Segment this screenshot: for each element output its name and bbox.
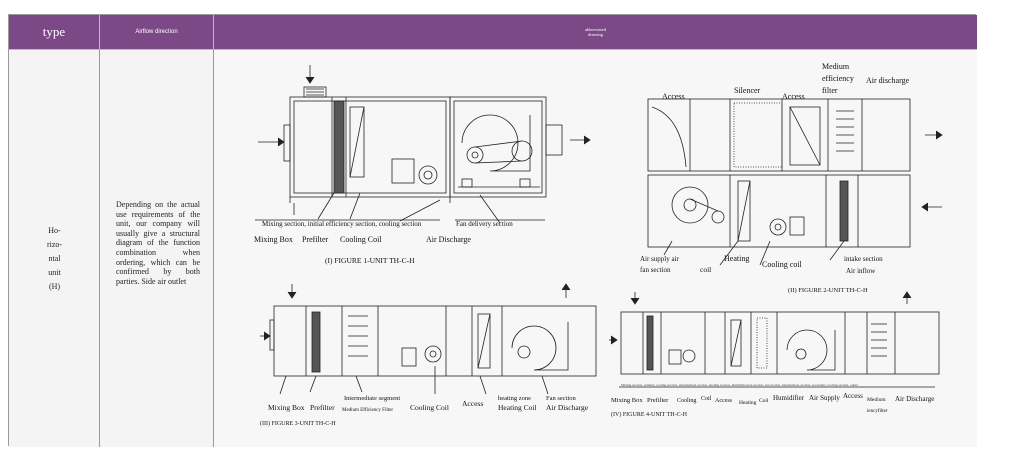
f3-caption: (III) FIGURE 3-UNIT TH-C-H [260,420,336,427]
f4-air-discharge: Air Discharge [895,395,934,403]
f2-access-1: Access [662,92,685,101]
f3-heating-zone: heating zone [498,395,531,402]
f2-coil: coil [700,265,711,274]
header-drawing-line2: drawing [588,32,603,37]
figure-3: Intermediate segment heating zone Fan se… [260,283,597,427]
f2-caption: (II) FIGURE 2-UNIT TH-C-H [788,287,868,294]
unit-type: Ho- rizo- ntal unit (H) [9,224,100,294]
f2-fan-section: fan section [640,266,671,274]
f3-air-discharge: Air Discharge [546,403,589,412]
type-line: rizo- [46,240,63,249]
f4-cooling: Cooling [677,398,696,404]
f4-humidifier: Humidifier [773,394,805,402]
f1-section-right: Fan delivery section [456,220,513,228]
f4-section-list: Mixing section, primary cooling section,… [621,383,858,388]
f1-section-left: Mixing section, initial efficiency secti… [262,220,422,228]
f4-heating: Heating [739,400,757,406]
f4-access-2: Access [843,392,863,400]
f1-mixing-box: Mixing Box [254,235,293,244]
f4-medium: Medium [867,397,886,403]
f2-air-inflow: Air inflow [846,267,876,275]
f3-intermediate: Intermediate segment [344,395,400,402]
f2-air-supply: Air supply air [640,255,680,263]
f3-mixing-box: Mixing Box [268,403,305,412]
f1-air-discharge: Air Discharge [426,235,471,244]
f2-intake-section: intake section [844,255,883,263]
type-line: (H) [48,282,61,291]
f1-caption: (I) FIGURE 1-UNIT TH-C-H [325,256,415,265]
figure-2: Access Silencer Access Medium efficiency… [640,62,943,294]
f3-medium-filter: Medium Efficiency Filter [342,408,393,413]
type-cell: Ho- rizo- ntal unit (H) [9,49,100,447]
type-line: unit [48,268,61,277]
type-line: Ho- [48,226,61,235]
header-type: type [9,15,100,49]
f2-silencer: Silencer [734,86,761,95]
header-type-label: type [42,24,66,39]
header-drawing: abbreviated drawing [214,15,977,49]
f3-fan-section: Fan section [546,395,577,402]
f3-access: Access [462,399,483,408]
f2-access-2: Access [782,92,805,101]
f4-caption: (IV) FIGURE 4-UNIT TH-C-H [611,411,688,418]
airflow-cell: Depending on the actual use requirements… [100,49,214,447]
f4-prefilter: Prefilter [647,397,669,404]
type-line: ntal [48,254,61,263]
header-drawing-line1: abbreviated [585,27,606,32]
f4-coil-1: Coil [701,396,712,402]
f4-coil-2: Coil [759,398,769,404]
f2-efficiency: efficiency [822,74,854,83]
f4-efficiency-filter: iencyfilter [867,409,888,414]
airflow-description: Depending on the actual use requirements… [116,200,200,286]
f2-medium: Medium [822,62,850,71]
f4-access-1: Access [715,398,733,404]
f2-cooling-coil: Cooling coil [762,260,803,269]
f2-air-discharge: Air discharge [866,76,910,85]
f4-mixing-box: Mixing Box [611,397,643,404]
f2-heating: Heating [724,254,749,263]
header-airflow: Airflow direction [100,15,214,49]
figure-1: Mixing section, initial efficiency secti… [254,65,591,265]
f1-prefilter: Prefilter [302,235,329,244]
f1-cooling-coil: Cooling Coil [340,235,382,244]
figure-4: Mixing section, primary cooling section,… [609,291,940,418]
f2-filter: filter [822,86,838,95]
f3-heating-coil: Heating Coil [498,403,537,412]
f3-prefilter: Prefilter [310,403,335,412]
f3-cooling-coil: Cooling Coil [410,403,449,412]
f4-air-supply: Air Supply [809,394,840,402]
unit-table: type Airflow direction abbreviated drawi… [8,14,977,447]
header-airflow-label: Airflow direction [135,29,178,35]
